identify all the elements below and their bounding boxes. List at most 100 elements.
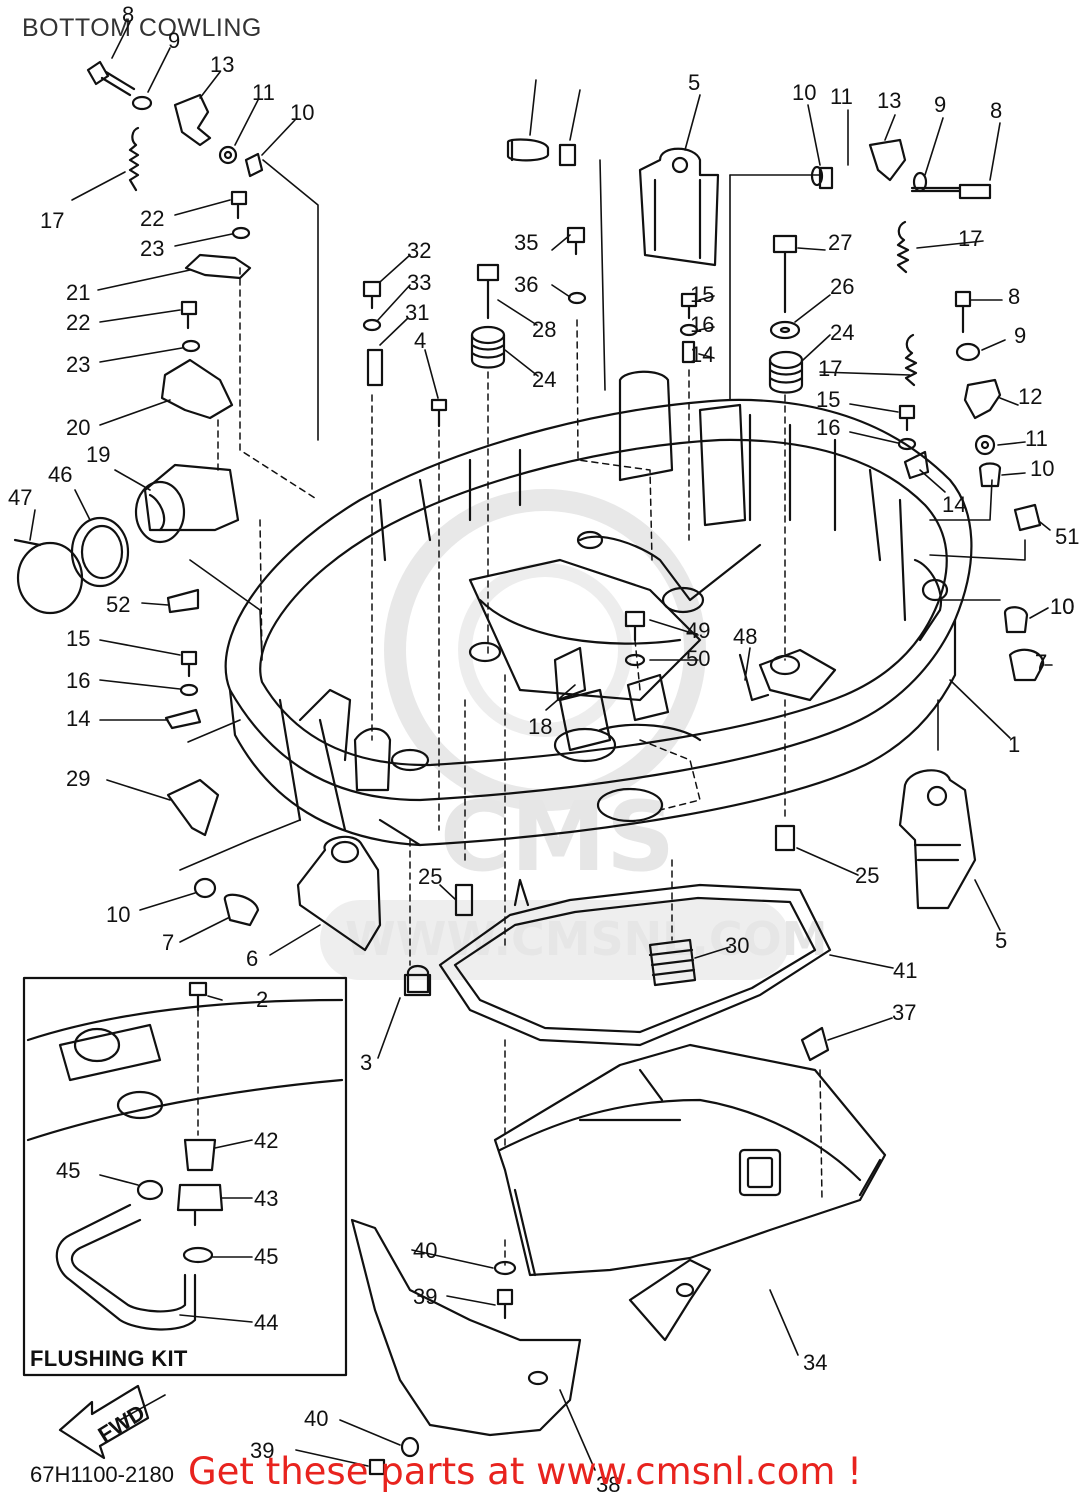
callout-45: 45: [254, 1244, 278, 1269]
callout-17: 17: [818, 356, 842, 381]
collars-and-pins: [193, 138, 1045, 994]
callout-25: 25: [418, 864, 442, 889]
callout-29: 29: [66, 766, 90, 791]
callout-14: 14: [690, 342, 714, 367]
part-5-bracket-side: [898, 769, 977, 910]
callout-50: 50: [686, 646, 710, 671]
callout-6: 6: [246, 946, 258, 971]
callout-11: 11: [1025, 426, 1048, 451]
callout-44: 44: [254, 1310, 278, 1335]
callout-5: 5: [688, 70, 700, 95]
part-5-bracket-top: [638, 147, 720, 267]
callout-32: 32: [407, 238, 431, 263]
callout-15: 15: [66, 626, 90, 651]
callout-7: 7: [1035, 650, 1047, 675]
callout-3: 3: [360, 1050, 372, 1075]
diagram-title: BOTTOM COWLING: [22, 14, 262, 42]
watermark-emblem-inner: [458, 563, 632, 737]
callout-10: 10: [1030, 456, 1054, 481]
callout-9: 9: [1014, 323, 1026, 348]
part-24-grommet-left: [470, 325, 506, 369]
callout-12: 12: [1018, 384, 1042, 409]
callout-42: 42: [254, 1128, 278, 1153]
callout-10: 10: [290, 100, 314, 125]
callout-26: 26: [830, 274, 854, 299]
part-38-side-panel: [350, 1218, 712, 1437]
callout-16: 16: [690, 312, 714, 337]
callout-15: 15: [690, 282, 714, 307]
callout-7: 7: [1035, 650, 1047, 675]
callout-4: 4: [414, 328, 426, 353]
callout-48: 48: [733, 624, 757, 649]
callout-25: 25: [855, 863, 879, 888]
center-lines: [197, 267, 823, 1266]
callout-19: 19: [86, 442, 110, 467]
callout-24: 24: [532, 367, 556, 392]
callout-34: 34: [803, 1350, 827, 1375]
callout-15: 15: [816, 387, 840, 412]
fwd-arrow-icon: [58, 1384, 150, 1460]
watermark-emblem: [384, 489, 706, 811]
callout-17: 17: [40, 208, 64, 233]
callout-40: 40: [304, 1406, 328, 1431]
misc-parts-left: [13, 253, 1042, 1062]
callout-28: 28: [532, 317, 556, 342]
callout-10: 10: [792, 80, 816, 105]
callout-22: 22: [66, 310, 90, 335]
callout-10: 10: [106, 902, 130, 927]
callout-16: 16: [816, 415, 840, 440]
part-1-bottom-cowling: [224, 370, 973, 847]
callout-11: 11: [252, 80, 275, 105]
callout-14: 14: [66, 706, 90, 731]
callout-22: 22: [140, 206, 164, 231]
callout-39: 39: [250, 1438, 274, 1463]
callout-43: 43: [254, 1186, 278, 1211]
callout-49: 49: [686, 618, 710, 643]
callout-13: 13: [877, 88, 901, 113]
callout-47: 47: [8, 485, 32, 510]
callout-8: 8: [990, 98, 1002, 123]
callout-18: 18: [528, 714, 552, 739]
callout-36: 36: [514, 272, 538, 297]
callout-8: 8: [1008, 284, 1020, 309]
callout-8: 8: [122, 2, 134, 27]
callout-46: 46: [48, 462, 72, 487]
callout-16: 16: [66, 668, 90, 693]
callout-14: 14: [942, 492, 966, 517]
part-41-seal: [438, 878, 832, 1047]
part-34-lower-cover: [493, 1043, 887, 1277]
callout-30: 30: [725, 933, 749, 958]
callout-2: 2: [256, 987, 268, 1012]
diagram-code: 67H1100-2180: [30, 1462, 174, 1487]
callout-17: 17: [958, 226, 982, 251]
callout-21: 21: [66, 280, 90, 305]
callout-27: 27: [828, 230, 852, 255]
callout-13: 13: [210, 52, 234, 77]
watermark: CMS WWW.CMSNL.COM: [320, 489, 828, 980]
callout-40: 40: [413, 1238, 437, 1263]
callout-7: 7: [162, 930, 174, 955]
callout-20: 20: [66, 415, 90, 440]
callout-1: 1: [1008, 732, 1020, 757]
callout-38: 38: [596, 1472, 620, 1497]
callout-23: 23: [66, 352, 90, 377]
callout-10: 10: [1050, 594, 1074, 619]
part-24-grommet-right: [768, 350, 804, 394]
callout-10: 10: [1050, 594, 1074, 619]
part-30-grommet: [648, 938, 697, 987]
flushing-kit-label: FLUSHING KIT: [30, 1346, 188, 1371]
callout-39: 39: [413, 1284, 437, 1309]
callout-9: 9: [934, 92, 946, 117]
watermark-brand: CMS: [440, 781, 675, 893]
bolts: [86, 60, 992, 1476]
clamps-and-springs: [128, 93, 918, 387]
callout-9: 9: [168, 28, 180, 53]
callout-35: 35: [514, 230, 538, 255]
callout-51: 51: [1055, 524, 1079, 549]
callout-11: 11: [830, 84, 853, 109]
watermark-url: WWW.CMSNL.COM: [345, 912, 828, 966]
callout-45: 45: [56, 1158, 80, 1183]
